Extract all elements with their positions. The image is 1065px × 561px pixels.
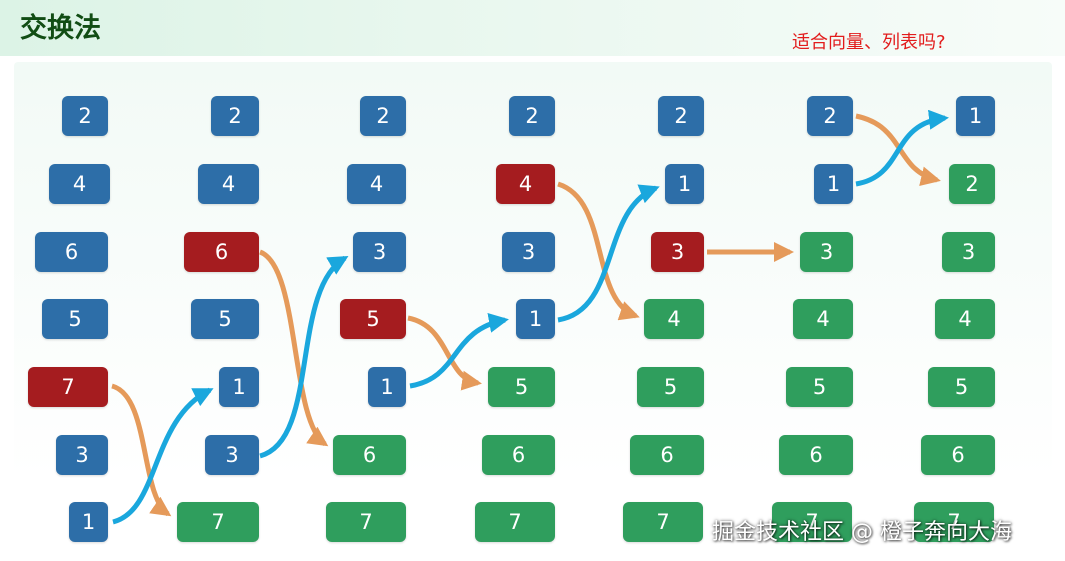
value-tile: 1 bbox=[956, 96, 995, 136]
value-tile: 4 bbox=[935, 299, 995, 339]
value-tile: 6 bbox=[184, 232, 259, 272]
value-tile: 5 bbox=[928, 367, 995, 407]
watermark-text: 掘金技术社区 @ 橙子奔向大海 bbox=[712, 520, 1012, 545]
value-tile: 7 bbox=[914, 502, 994, 542]
value-tile: 6 bbox=[630, 435, 704, 475]
page-title: 交换法 bbox=[20, 13, 101, 44]
value-tile: 1 bbox=[69, 502, 108, 542]
value-tile: 3 bbox=[353, 232, 406, 272]
value-tile: 3 bbox=[205, 435, 259, 475]
value-tile: 1 bbox=[814, 164, 853, 204]
value-tile: 4 bbox=[793, 299, 853, 339]
value-tile: 1 bbox=[516, 299, 555, 339]
value-tile: 3 bbox=[800, 232, 853, 272]
value-tile: 4 bbox=[347, 164, 406, 204]
value-tile: 5 bbox=[637, 367, 704, 407]
value-tile: 5 bbox=[488, 367, 555, 407]
value-tile: 7 bbox=[28, 367, 108, 407]
value-tile: 3 bbox=[651, 232, 704, 272]
value-tile: 2 bbox=[658, 96, 704, 136]
value-tile: 2 bbox=[807, 96, 853, 136]
value-tile: 5 bbox=[191, 299, 259, 339]
value-tile: 1 bbox=[219, 367, 259, 407]
value-tile: 3 bbox=[502, 232, 555, 272]
value-tile: 5 bbox=[42, 299, 108, 339]
value-tile: 4 bbox=[496, 164, 555, 204]
value-tile: 6 bbox=[333, 435, 406, 475]
value-tile: 1 bbox=[665, 164, 704, 204]
value-tile: 7 bbox=[623, 502, 703, 542]
value-tile: 6 bbox=[482, 435, 555, 475]
value-tile: 5 bbox=[786, 367, 853, 407]
value-tile: 6 bbox=[35, 232, 108, 272]
value-tile: 2 bbox=[211, 96, 259, 136]
value-tile: 2 bbox=[509, 96, 555, 136]
value-tile: 3 bbox=[56, 435, 108, 475]
value-tile: 7 bbox=[177, 502, 259, 542]
value-tile: 3 bbox=[942, 232, 995, 272]
value-tile: 1 bbox=[368, 367, 406, 407]
value-tile: 6 bbox=[921, 435, 995, 475]
value-tile: 4 bbox=[198, 164, 259, 204]
value-tile: 7 bbox=[772, 502, 852, 542]
value-tile: 7 bbox=[326, 502, 406, 542]
value-tile: 5 bbox=[340, 299, 406, 339]
question-note: 适合向量、列表吗? bbox=[792, 32, 946, 53]
value-tile: 7 bbox=[475, 502, 555, 542]
value-tile: 2 bbox=[62, 96, 108, 136]
value-tile: 2 bbox=[949, 164, 995, 204]
value-tile: 2 bbox=[360, 96, 406, 136]
value-tile: 6 bbox=[779, 435, 853, 475]
header-banner: 交换法 适合向量、列表吗? bbox=[0, 0, 1065, 56]
value-tile: 4 bbox=[644, 299, 704, 339]
value-tile: 4 bbox=[49, 164, 110, 204]
